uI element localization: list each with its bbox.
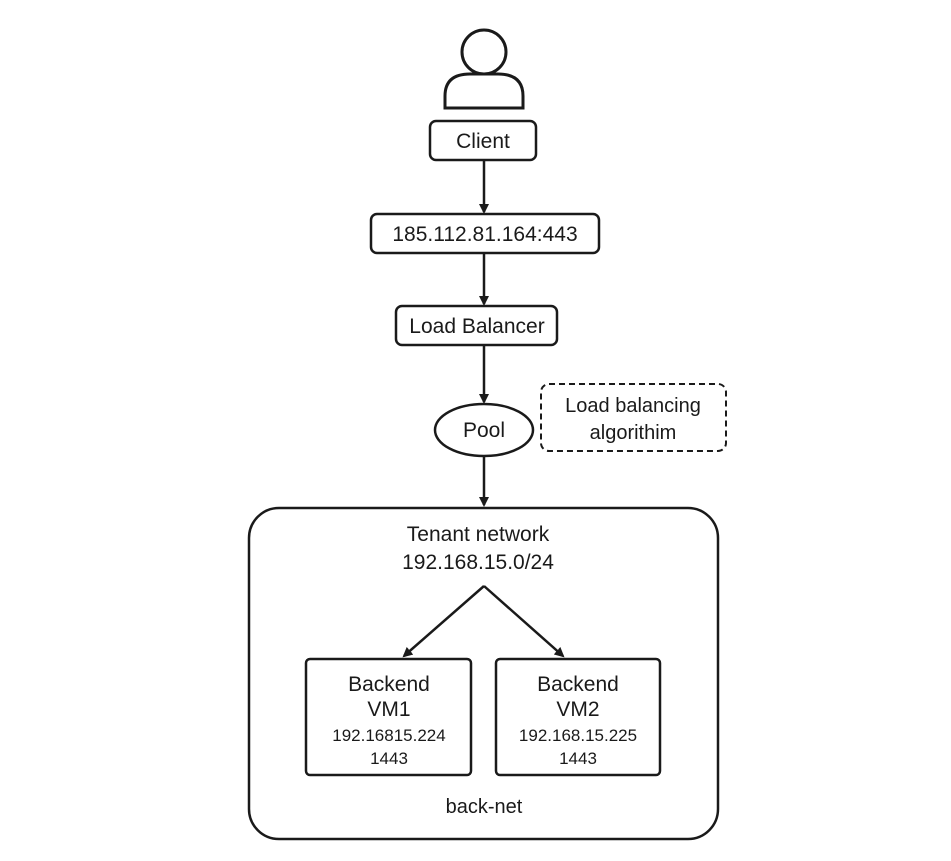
arrow-network-to-backend-vm1 (402, 585, 485, 658)
client-label: Client (456, 130, 510, 153)
algorithm-note-line2: algorithim (590, 422, 677, 444)
backend-vm1-port: 1443 (370, 749, 408, 768)
backend-vm2-port: 1443 (559, 749, 597, 768)
arrow-network-to-backend-vm2 (483, 585, 565, 658)
tenant-network-title: Tenant network (407, 523, 550, 546)
backend-vm1-ip: 192.16815.224 (332, 726, 445, 745)
load-balancer-box (394, 304, 559, 347)
backend-vm2-ip: 192.168.15.225 (519, 726, 637, 745)
backend-vm2-box (494, 657, 662, 777)
user-icon (443, 28, 525, 110)
algorithm-note-line1: Load balancing (565, 395, 701, 417)
backend-vm1-line2: VM1 (367, 698, 410, 721)
algorithm-note (540, 383, 727, 452)
backend-vm2-line1: Backend (537, 673, 619, 696)
endpoint-label: 185.112.81.164:443 (392, 223, 577, 246)
pool-label: Pool (463, 419, 505, 442)
backend-vm1-box (304, 657, 473, 777)
load-balancer-label: Load Balancer (409, 315, 544, 338)
tenant-network-footer: back-net (446, 796, 523, 818)
tenant-network-cidr: 192.168.15.0/24 (402, 551, 554, 574)
backend-vm2-line2: VM2 (556, 698, 599, 721)
backend-vm1-line1: Backend (348, 673, 430, 696)
